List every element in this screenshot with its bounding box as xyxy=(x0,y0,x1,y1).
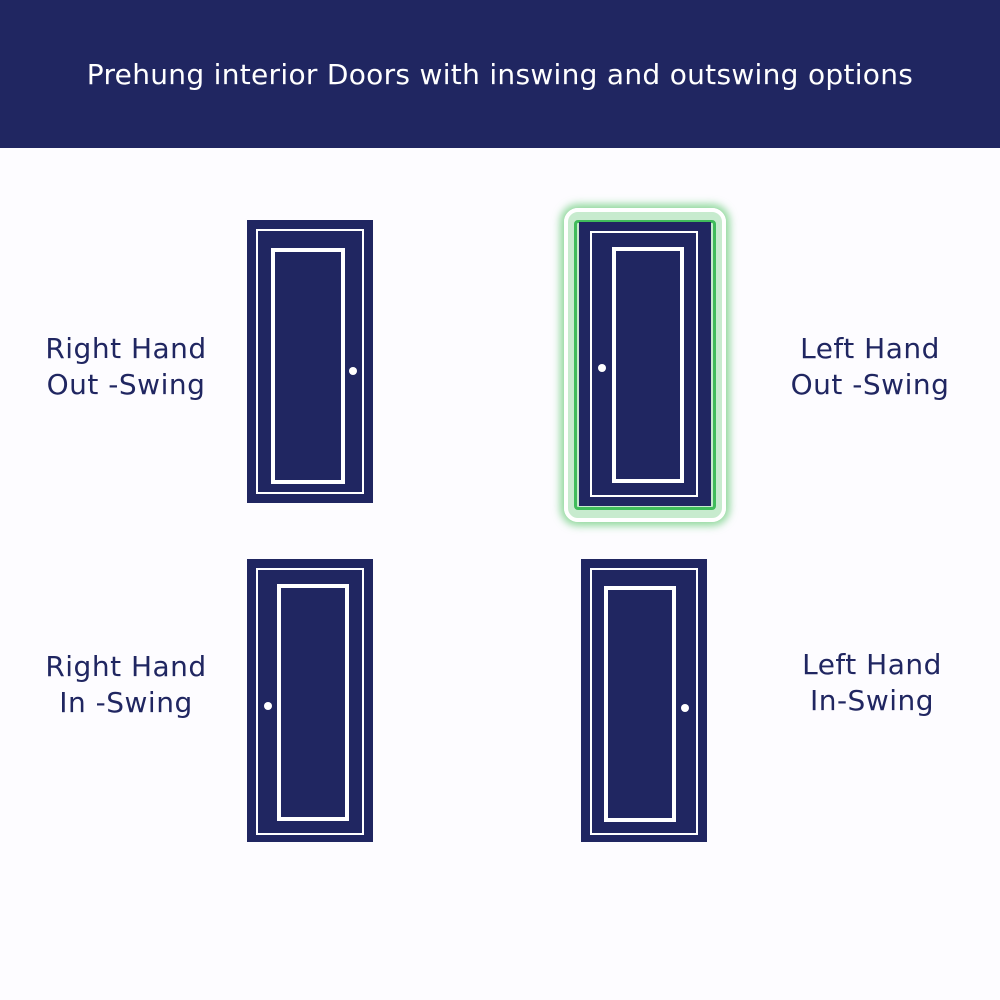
door-body xyxy=(247,559,373,842)
label-line-2: Out -Swing xyxy=(790,368,950,401)
door-knob xyxy=(598,364,606,372)
label-left-hand-out-swing: Left Hand Out -Swing xyxy=(740,331,1000,403)
door-frame-line xyxy=(590,568,698,835)
door-frame-line xyxy=(256,568,364,835)
door-knob xyxy=(681,704,689,712)
label-line-2: In-Swing xyxy=(809,684,935,717)
door-panel xyxy=(277,584,349,821)
label-line-1: Right Hand xyxy=(45,332,207,365)
header-banner: Prehung interior Doors with inswing and … xyxy=(0,0,1000,148)
door-right-hand-out-swing[interactable] xyxy=(247,220,373,503)
label-line-1: Left Hand xyxy=(802,648,942,681)
label-right-hand-in-swing: Right Hand In -Swing xyxy=(0,649,256,721)
door-body xyxy=(247,220,373,503)
selection-highlight-inner xyxy=(574,220,716,510)
door-left-hand-in-swing[interactable] xyxy=(581,559,707,842)
door-panel xyxy=(271,248,345,484)
label-left-hand-in-swing: Left Hand In-Swing xyxy=(742,647,1000,719)
door-knob xyxy=(264,702,272,710)
door-panel xyxy=(604,586,676,822)
label-line-1: Left Hand xyxy=(800,332,940,365)
page-title: Prehung interior Doors with inswing and … xyxy=(86,57,914,91)
label-line-1: Right Hand xyxy=(45,650,207,683)
door-knob xyxy=(349,367,357,375)
door-frame-line xyxy=(256,229,364,494)
label-line-2: Out -Swing xyxy=(46,368,206,401)
door-body xyxy=(579,222,711,506)
door-body xyxy=(581,559,707,842)
label-right-hand-out-swing: Right Hand Out -Swing xyxy=(0,331,256,403)
door-left-hand-out-swing[interactable] xyxy=(579,222,711,506)
label-line-2: In -Swing xyxy=(59,686,193,719)
door-frame-line xyxy=(590,231,698,497)
door-right-hand-in-swing[interactable] xyxy=(247,559,373,842)
door-panel xyxy=(612,247,684,483)
